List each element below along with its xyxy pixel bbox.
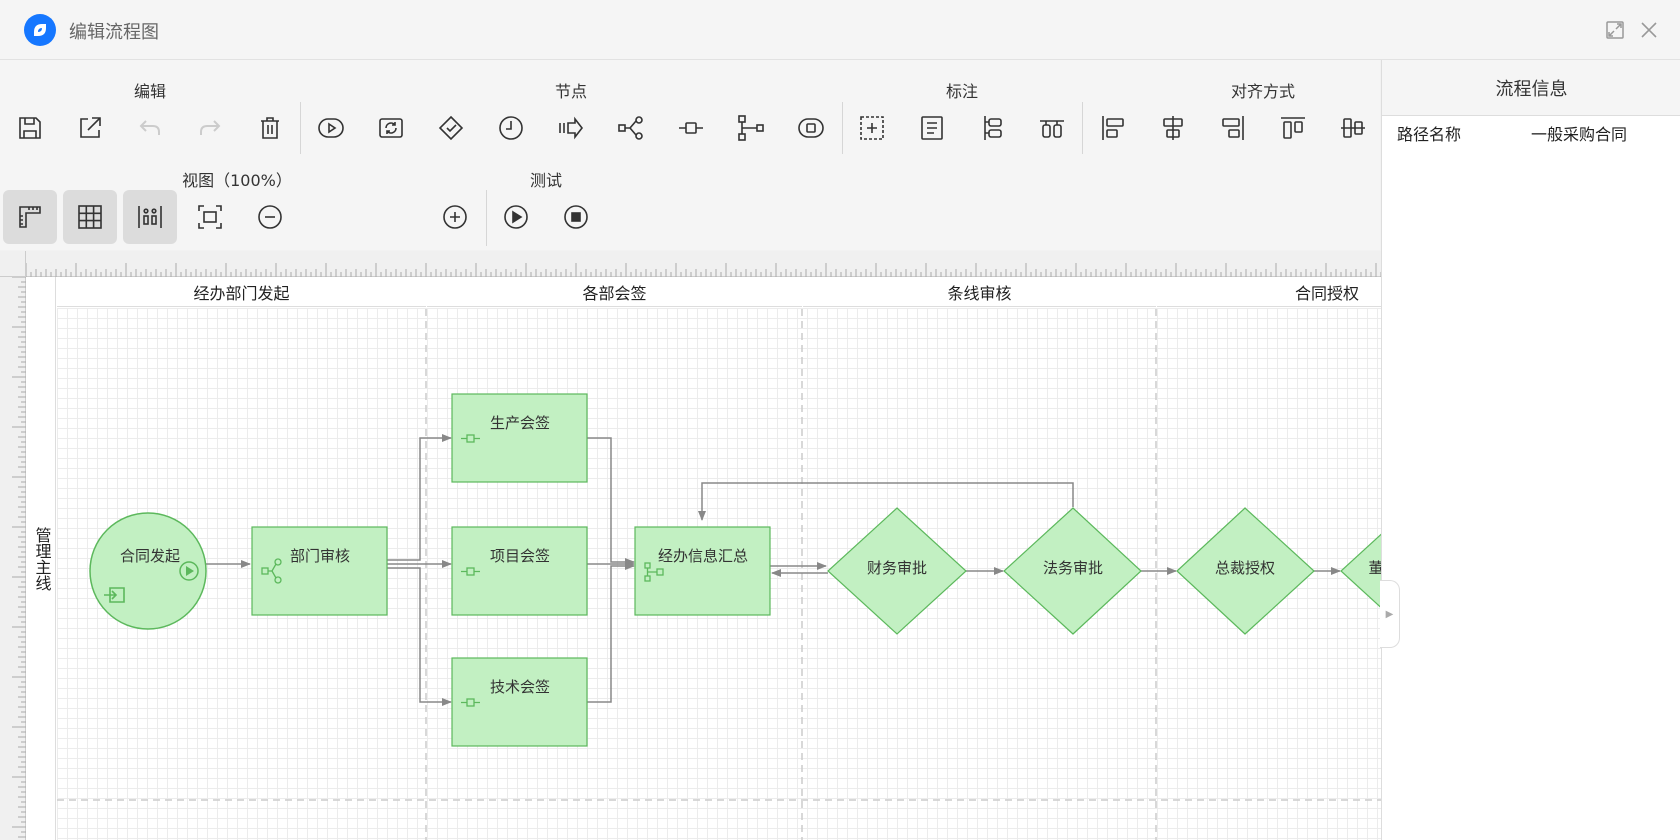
- run-test-icon[interactable]: [496, 197, 536, 237]
- node-label-ceo: 总裁授权: [1214, 559, 1276, 577]
- ceo-authorize-node[interactable]: [1176, 507, 1315, 635]
- fit-screen-icon[interactable]: [190, 197, 230, 237]
- zoom-in-icon[interactable]: [435, 197, 475, 237]
- tech-sign-node[interactable]: [451, 657, 588, 747]
- start-node-icon[interactable]: [311, 108, 351, 148]
- node-label-start: 合同发起: [119, 547, 181, 565]
- toolbar-separator: [486, 190, 487, 246]
- lane-header-initiate: 经办部门发起: [57, 277, 426, 307]
- group-label-align: 对齐方式: [1230, 82, 1296, 101]
- save-icon[interactable]: [10, 108, 50, 148]
- legal-approval-node[interactable]: [1003, 507, 1142, 635]
- prop-key-path-name: 路径名称: [1397, 125, 1462, 144]
- node-label-summary: 经办信息汇总: [657, 547, 749, 565]
- distribute-icon[interactable]: [123, 190, 177, 244]
- next-node-partial[interactable]: [1340, 508, 1381, 634]
- close-icon[interactable]: [1637, 18, 1661, 42]
- merge-node-icon[interactable]: [731, 108, 771, 148]
- proj-sign-node[interactable]: [451, 526, 588, 616]
- ruler-left: [0, 276, 26, 840]
- zoom-out-icon[interactable]: [250, 197, 290, 237]
- toolbar-separator: [300, 102, 301, 154]
- node-label-proj-sign: 项目会签: [489, 547, 551, 565]
- panel-collapse-handle[interactable]: ▶: [1380, 580, 1400, 648]
- text-note-icon[interactable]: [912, 108, 952, 148]
- title-bar: 编辑流程图: [0, 0, 1680, 60]
- align-right-icon[interactable]: [1213, 108, 1253, 148]
- decision-node-icon[interactable]: [431, 108, 471, 148]
- edge-legal-loop-to-summary[interactable]: [698, 482, 1074, 521]
- chevron-right-icon: ▶: [1385, 608, 1394, 620]
- play-marker-icon: [179, 561, 199, 581]
- pool-label: 管理主线: [28, 277, 56, 840]
- grid-toggle-icon[interactable]: [63, 190, 117, 244]
- window-title: 编辑流程图: [69, 22, 159, 43]
- vertical-lane-icon[interactable]: [972, 108, 1012, 148]
- summary-node[interactable]: [634, 526, 771, 616]
- lane-header-cosign: 各部会签: [427, 277, 802, 307]
- task-marker-icon: [461, 698, 480, 707]
- redo-icon[interactable]: [190, 108, 230, 148]
- node-label-prod-sign: 生产会签: [489, 414, 551, 432]
- lane-header-authorize: 合同授权: [1157, 277, 1381, 307]
- node-label-finance: 财务审批: [866, 559, 928, 577]
- subprocess-node-icon[interactable]: [791, 108, 831, 148]
- align-left-icon[interactable]: [1093, 108, 1133, 148]
- edge-tech-to-summary[interactable]: [587, 562, 635, 703]
- group-label-annotate: 标注: [945, 82, 979, 101]
- process-info-panel: 流程信息 路径名称 一般采购合同: [1381, 60, 1680, 840]
- toolbar: 编辑 节点 标注 对齐方式 视图（100%） 测试: [0, 60, 1380, 285]
- dept-review-node[interactable]: [251, 526, 388, 616]
- stop-test-icon[interactable]: [556, 197, 596, 237]
- branch-marker-icon: [261, 558, 282, 584]
- export-icon[interactable]: [70, 108, 110, 148]
- prop-value-path-name[interactable]: 一般采购合同: [1531, 125, 1628, 144]
- finance-approval-node[interactable]: [827, 507, 967, 635]
- panel-title: 流程信息: [1382, 60, 1680, 116]
- prod-sign-node[interactable]: [451, 393, 588, 483]
- node-label-legal: 法务审批: [1042, 559, 1104, 577]
- edge-dept-to-prod[interactable]: [387, 434, 452, 561]
- node-label-dept-review: 部门审核: [289, 547, 351, 565]
- group-label-node: 节点: [554, 82, 588, 101]
- align-center-icon[interactable]: [1153, 108, 1193, 148]
- merge-marker-icon: [644, 562, 664, 582]
- task-node-icon[interactable]: [671, 108, 711, 148]
- group-label-test: 测试: [529, 171, 563, 190]
- delete-icon[interactable]: [250, 108, 290, 148]
- lane-header-line-review: 条线审核: [803, 277, 1156, 307]
- start-node[interactable]: [89, 512, 207, 630]
- selection-area-icon[interactable]: [852, 108, 892, 148]
- branch-node-icon[interactable]: [611, 108, 651, 148]
- edge-dept-to-tech[interactable]: [387, 567, 452, 706]
- task-marker-icon: [461, 434, 480, 443]
- flow-diagram: [57, 309, 1381, 840]
- ruler-toggle-icon[interactable]: [3, 190, 57, 244]
- node-label-tech-sign: 技术会签: [489, 678, 551, 696]
- timer-node-icon[interactable]: [491, 108, 531, 148]
- align-top-icon[interactable]: [1273, 108, 1313, 148]
- node-label-partial: 董: [1368, 559, 1381, 577]
- send-node-icon[interactable]: [551, 108, 591, 148]
- edge-prod-to-summary[interactable]: [587, 437, 635, 566]
- toolbar-separator: [1082, 102, 1083, 154]
- ruler-top: [25, 251, 1381, 277]
- undo-icon[interactable]: [130, 108, 170, 148]
- task-marker-icon: [461, 567, 480, 576]
- maximize-icon[interactable]: [1603, 18, 1627, 42]
- group-label-edit: 编辑: [133, 82, 167, 101]
- app-logo-icon: [24, 14, 56, 46]
- toolbar-separator: [842, 102, 843, 154]
- group-label-view: 视图（100%）: [182, 171, 292, 190]
- horizontal-lane-icon[interactable]: [1032, 108, 1072, 148]
- flow-canvas[interactable]: 管理主线 经办部门发起 各部会签 条线审核 合同授权: [0, 251, 1381, 840]
- loop-node-icon[interactable]: [371, 108, 411, 148]
- start-entry-icon: [104, 587, 125, 603]
- align-middle-icon[interactable]: [1333, 108, 1373, 148]
